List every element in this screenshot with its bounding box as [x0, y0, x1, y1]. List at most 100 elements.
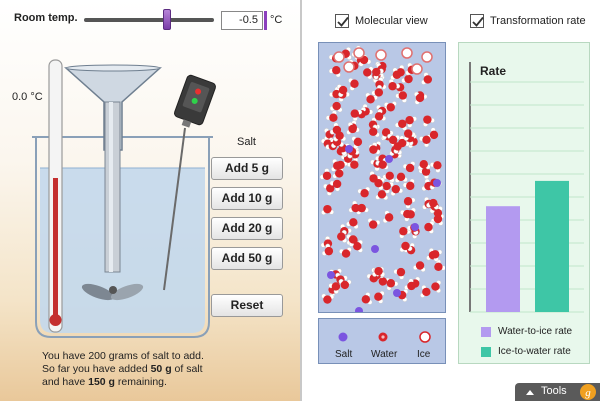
- salt-particle: [433, 179, 441, 187]
- water-molecule: [361, 292, 373, 305]
- molecular-view-label: Molecular view: [355, 15, 428, 27]
- water-molecule: [338, 278, 352, 290]
- water-molecule: [429, 161, 442, 173]
- water-molecule: [346, 122, 357, 135]
- ice-molecule: [333, 51, 345, 63]
- salt-particle: [355, 307, 363, 312]
- room-temp-unit: °C: [270, 14, 283, 26]
- water-molecule: [388, 78, 401, 91]
- water-molecule: [336, 84, 348, 98]
- water-molecule: [320, 137, 334, 148]
- add-10g-button[interactable]: Add 10 g: [211, 187, 283, 210]
- water-molecule: [390, 184, 404, 196]
- salt-added-amount: 50 g: [150, 363, 172, 375]
- salt-heading: Salt: [237, 136, 256, 148]
- molecule-legend-icons: [338, 331, 431, 343]
- water-molecule: [357, 186, 371, 198]
- salt-status-text: You have 200 grams of salt to add. So fa…: [42, 350, 292, 389]
- water-molecule: [353, 239, 363, 253]
- check-icon: [337, 16, 349, 27]
- water-molecule: [328, 86, 341, 99]
- salt-particle: [411, 223, 419, 231]
- water-molecule: [371, 84, 384, 97]
- reset-button[interactable]: Reset: [211, 294, 283, 317]
- simulation-panel: Room temp. -0.5 °C 0.0 °C: [0, 0, 300, 401]
- salt-remaining-suffix: remaining.: [114, 376, 167, 388]
- water-molecule: [430, 214, 444, 226]
- room-temp-slider[interactable]: [84, 18, 214, 22]
- water-molecule: [329, 101, 343, 113]
- water-molecule: [397, 289, 409, 302]
- check-icon: [472, 16, 484, 27]
- water-molecule: [402, 161, 416, 173]
- water-molecule: [372, 266, 386, 277]
- thermometer-reading: 0.0 °C: [12, 91, 43, 103]
- water-molecule: [319, 168, 332, 180]
- transformation-rate-checkbox[interactable]: [470, 14, 484, 28]
- salt-particle: [393, 289, 401, 297]
- water-molecule: [367, 218, 381, 229]
- water-molecule: [422, 115, 435, 127]
- water-molecule: [356, 203, 369, 215]
- add-5g-button[interactable]: Add 5 g: [211, 157, 283, 180]
- ice-molecule: [411, 63, 423, 75]
- water-molecule: [363, 66, 374, 80]
- molecular-view-checkbox[interactable]: [335, 14, 349, 28]
- water-molecule: [399, 227, 411, 239]
- salt-remaining-prefix: and have: [42, 376, 89, 388]
- water-legend-label: Water: [371, 349, 398, 360]
- water-molecule: [321, 243, 334, 256]
- water-molecule: [375, 190, 389, 201]
- water-molecule: [399, 241, 413, 253]
- salt-particle: [371, 245, 379, 253]
- add-20g-button[interactable]: Add 20 g: [211, 217, 283, 240]
- transformation-rate-label: Transformation rate: [490, 15, 586, 27]
- room-temp-slider-handle[interactable]: [163, 9, 171, 30]
- salt-remaining-amount: 150 g: [88, 376, 115, 388]
- water-molecule: [369, 124, 380, 138]
- salt-legend-label: Salt: [335, 349, 353, 360]
- salt-status-line3: and have 150 g remaining.: [42, 376, 292, 389]
- water-molecule: [386, 279, 399, 291]
- ice-molecule: [375, 49, 387, 61]
- water-molecule: [374, 108, 387, 121]
- salt-status-line2: So far you have added 50 g of salt: [42, 363, 292, 376]
- tools-button[interactable]: Tools g: [515, 383, 600, 401]
- room-temp-label: Room temp.: [14, 12, 78, 24]
- water-molecule: [323, 183, 335, 196]
- water-molecule: [403, 197, 416, 209]
- ice-legend-icon: [419, 331, 431, 343]
- water-molecule: [346, 218, 359, 230]
- salt-added-prefix: So far you have added: [42, 363, 151, 375]
- salt-status-line1: You have 200 grams of salt to add.: [42, 350, 204, 362]
- water-molecule: [421, 72, 433, 85]
- beaker-apparatus: [32, 59, 216, 338]
- water-molecule: [402, 178, 415, 191]
- water-molecule: [333, 131, 347, 142]
- water-molecule: [329, 179, 342, 192]
- water-molecule: [346, 157, 359, 169]
- water-molecule: [417, 159, 431, 171]
- ice-molecule: [401, 47, 413, 59]
- water-molecule: [383, 101, 397, 112]
- water-molecule: [369, 142, 381, 155]
- legend-swatch-ice-to-water: [481, 347, 491, 357]
- water-molecule: [403, 129, 416, 141]
- salt-legend-icon: [338, 332, 348, 342]
- room-temp-input[interactable]: -0.5: [221, 11, 263, 30]
- room-temp-accent: [264, 11, 267, 30]
- water-molecule: [426, 127, 439, 140]
- water-molecule: [418, 167, 431, 180]
- water-molecule: [382, 181, 394, 194]
- legend-label-ice-to-water: Ice-to-water rate: [498, 346, 571, 357]
- water-molecule: [387, 133, 400, 145]
- water-molecule: [321, 204, 335, 215]
- ice-molecule: [421, 51, 433, 63]
- water-molecule: [424, 220, 435, 234]
- salt-particle: [345, 145, 353, 153]
- tools-label: Tools: [541, 385, 567, 397]
- ice-legend-label: Ice: [417, 349, 431, 360]
- arrow-up-icon: [526, 390, 534, 395]
- add-50g-button[interactable]: Add 50 g: [211, 247, 283, 270]
- rate-chart-panel: [458, 42, 590, 364]
